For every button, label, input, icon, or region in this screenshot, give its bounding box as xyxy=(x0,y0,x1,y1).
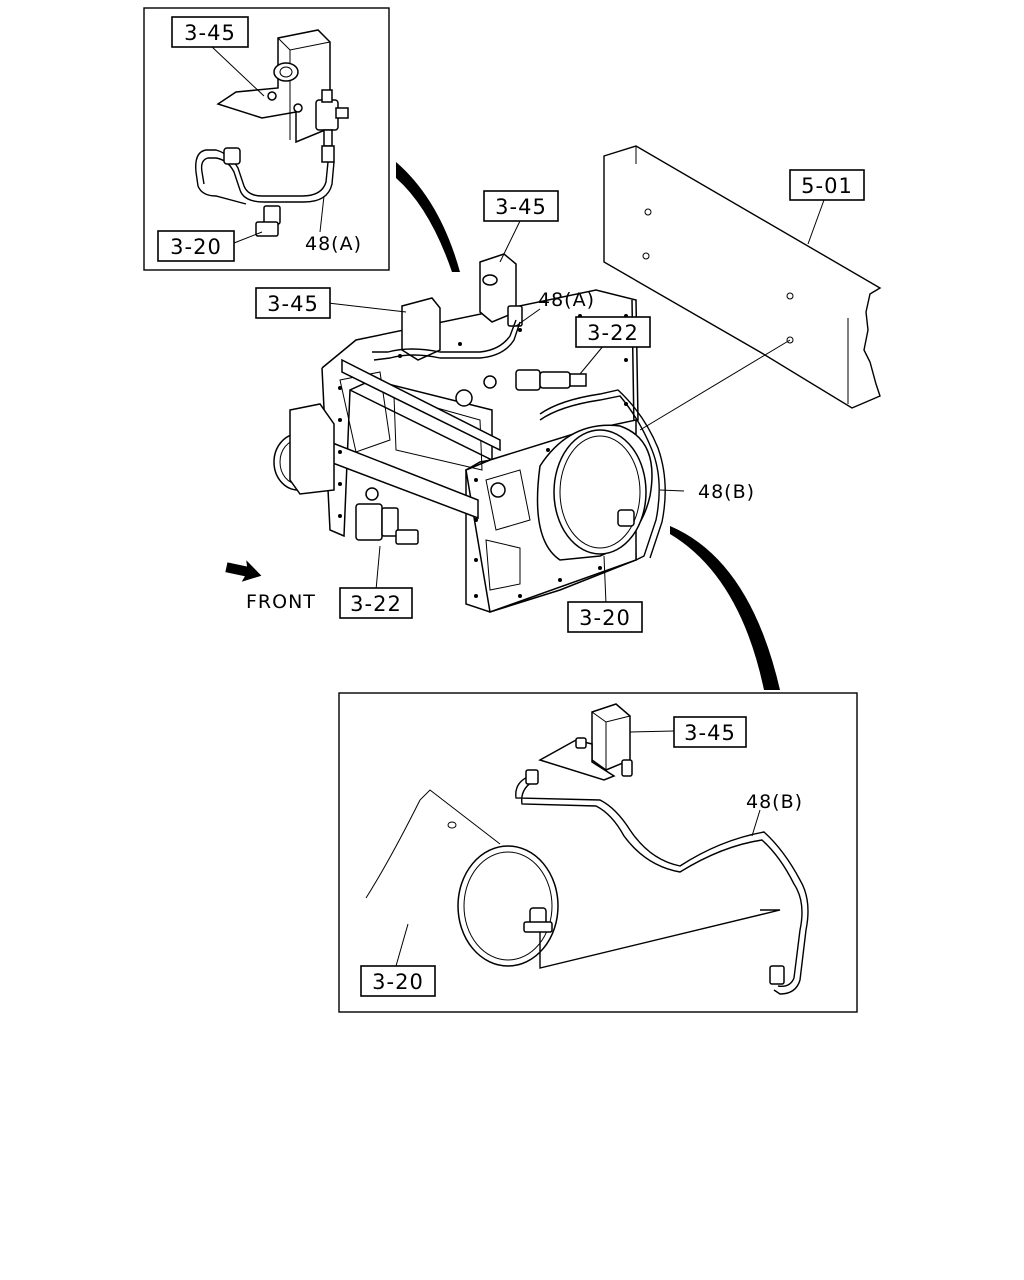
inset-bottom-pipe-drawing xyxy=(515,775,809,995)
label-main-pipe-a: 48(A) xyxy=(538,289,595,311)
pointer-arc-bottom xyxy=(670,526,780,690)
inset-top-bracket-drawing xyxy=(216,29,349,163)
pointer-arc-top xyxy=(396,162,460,272)
label-main-bracket-left: 3-45 xyxy=(267,292,319,316)
label-frame: 5-01 xyxy=(801,174,853,198)
main-leaders xyxy=(327,220,685,605)
label-main-pipe-b: 48(B) xyxy=(698,481,755,503)
front-arrow-icon xyxy=(225,560,262,582)
label-inset-top-bracket: 3-45 xyxy=(184,21,236,45)
inset-top-fitting-drawing xyxy=(255,205,281,237)
inset-top-left: 3-45 3-20 48(A) xyxy=(143,7,390,271)
label-inset-top-pipe: 48(A) xyxy=(305,233,362,255)
inset-top-frame xyxy=(143,7,390,271)
main-assembly-drawing xyxy=(273,253,666,614)
inset-bottom-bracket-drawing xyxy=(538,703,633,781)
label-inset-bottom-tank: 3-20 xyxy=(372,970,424,994)
inset-top-pipe-drawing xyxy=(195,149,335,205)
label-inset-bottom-bracket: 3-45 xyxy=(684,721,736,745)
label-front: FRONT xyxy=(246,591,316,613)
frame-rail-drawing xyxy=(603,145,882,431)
inset-bottom: 3-45 48(B) 3-20 xyxy=(338,692,858,1013)
label-main-valve-bottom: 3-22 xyxy=(350,592,402,616)
inset-top-nut xyxy=(223,147,241,165)
label-inset-top-fitting: 3-20 xyxy=(170,235,222,259)
label-inset-bottom-pipe: 48(B) xyxy=(746,791,803,813)
label-main-bracket-upper: 3-45 xyxy=(495,195,547,219)
inset-bottom-frame xyxy=(338,692,858,1013)
inset-bottom-tank-drawing xyxy=(365,789,559,967)
label-main-valve-right: 3-22 xyxy=(587,321,639,345)
label-main-tank: 3-20 xyxy=(579,606,631,630)
